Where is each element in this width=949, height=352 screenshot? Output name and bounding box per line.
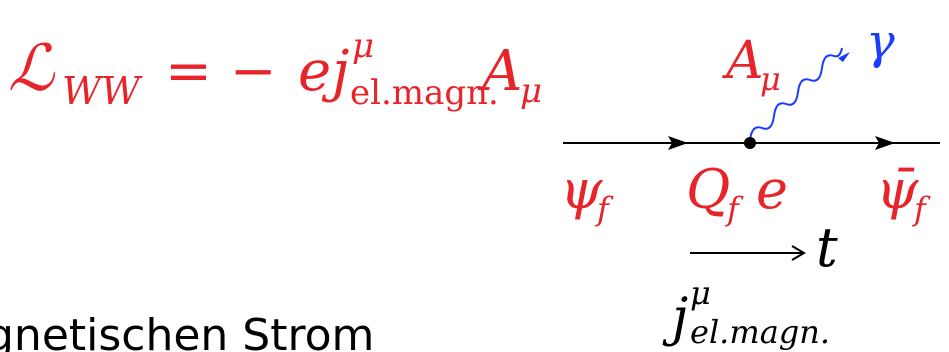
charge-Q-subscript: f [725,190,744,228]
equals-minus: = − [165,39,277,104]
photon-field-A: A [722,31,764,91]
psi-in-subscript: f [595,190,614,228]
arrow-out-icon [875,136,895,150]
current-j-superscript: μ [690,274,711,312]
current-j-subscript: el.magn. [690,313,830,351]
psi-out: ψ̄ [876,158,919,221]
charge-e: e [298,39,331,104]
lagrangian-formula: ℒ WW = − e j μ el.magn. A μ [8,26,542,113]
current-subscript: el.magn. [350,73,499,113]
current-j-label: j [662,288,688,348]
footer-text: gnetischen Strom [0,310,374,352]
psi-out-subscript: f [912,190,931,228]
time-axis [690,245,806,261]
current-superscript: μ [352,26,374,66]
field-A-subscript: μ [520,71,542,111]
field-A: A [477,39,522,104]
photon-wavy-line [749,47,843,141]
photon-field-subscript: μ [760,60,781,98]
vertex-dot [744,137,756,149]
time-label: t [816,216,838,279]
lagrangian-symbol: ℒ [8,32,56,106]
photon-gamma: γ [866,14,895,70]
arrow-in-icon [668,136,688,150]
psi-in: ψ [560,158,603,221]
coupling-e: e [756,158,788,221]
photon-arrow-icon [838,52,850,62]
lagrangian-subscript: WW [62,69,143,113]
charge-Q: Q [686,158,730,221]
